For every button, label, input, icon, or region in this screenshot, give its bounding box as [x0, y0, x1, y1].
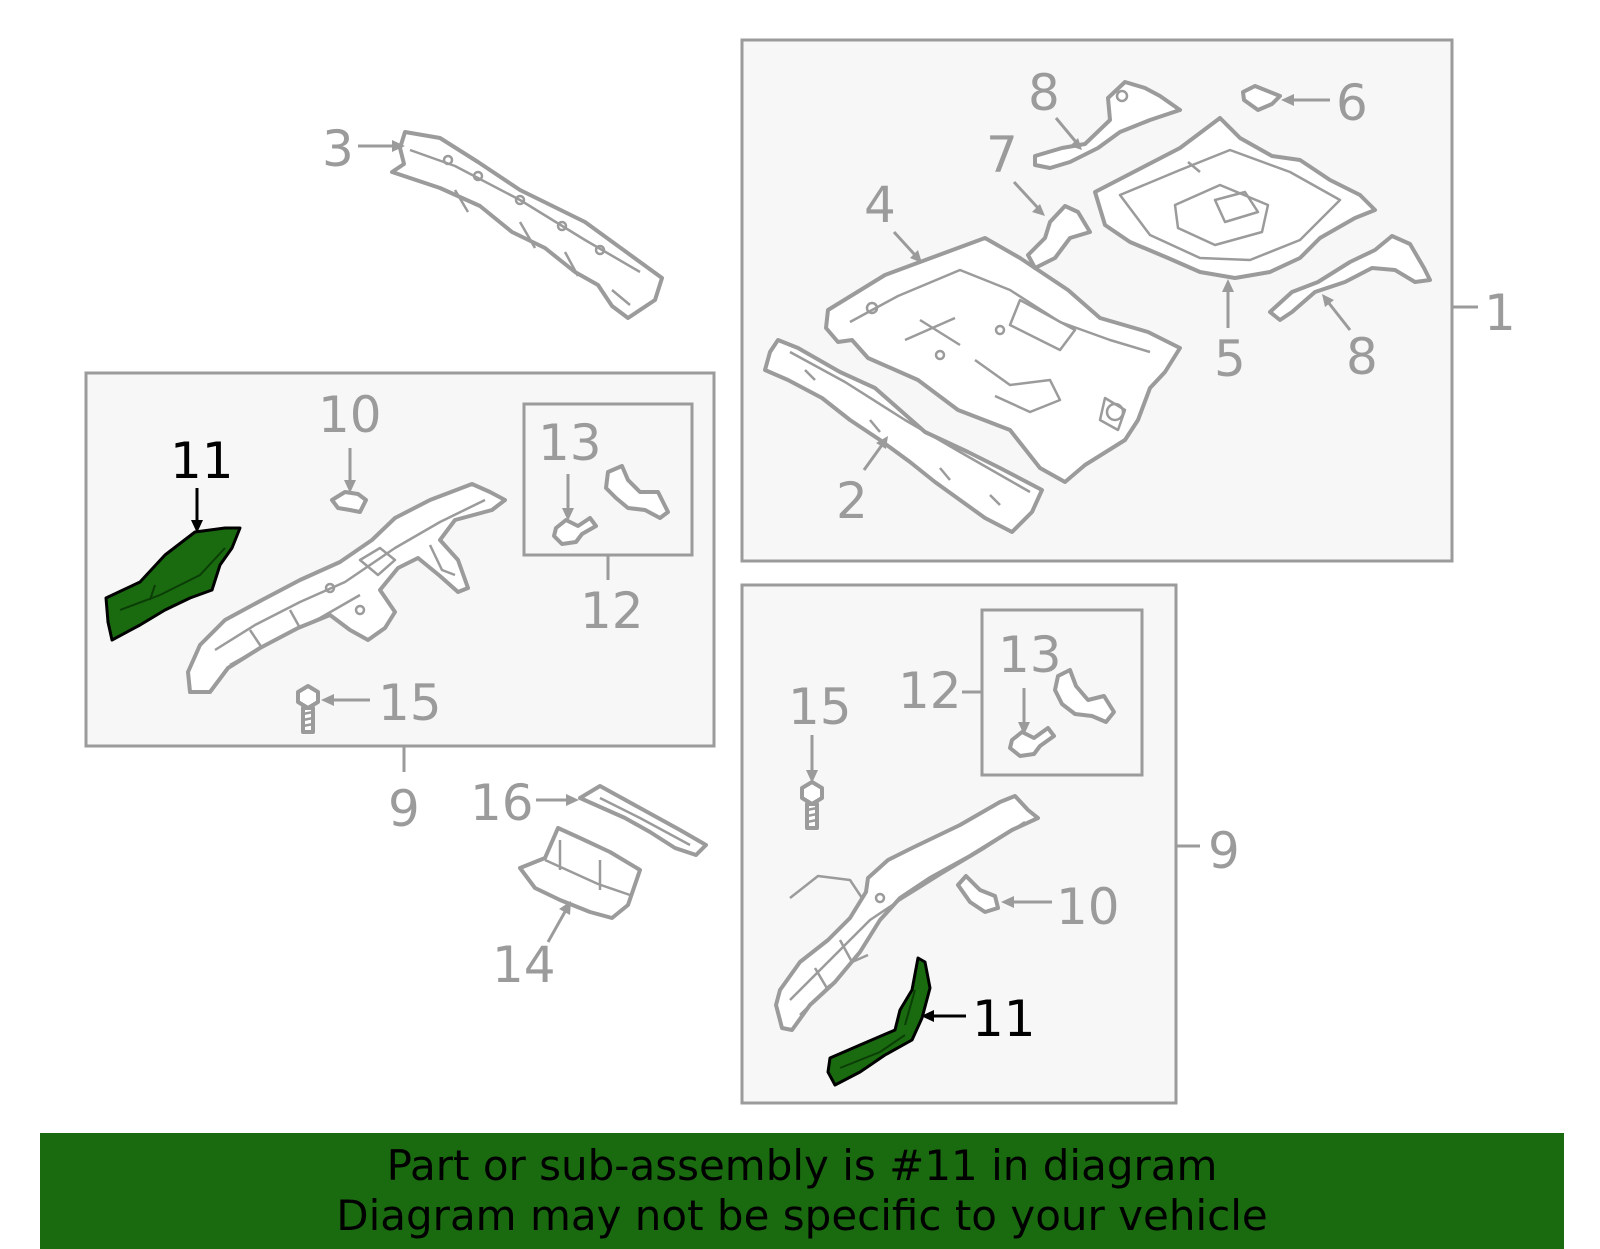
banner-line-1: Part or sub-assembly is #11 in diagram: [386, 1141, 1218, 1190]
part-11-highlighted-left: [104, 526, 242, 642]
callout-12-left: 12: [580, 582, 644, 640]
part-11-highlighted-right: [826, 956, 932, 1087]
part-7-bracket: [1026, 204, 1092, 270]
callout-14: 14: [492, 936, 556, 994]
part-8-lower-bracket: [1268, 234, 1432, 322]
info-banner: Part or sub-assembly is #11 in diagram D…: [40, 1133, 1564, 1249]
callout-13-right: 13: [998, 626, 1062, 684]
banner-background: [40, 1133, 1564, 1249]
callout-10-right: 10: [1056, 878, 1120, 936]
part-10-bracket-right: [956, 874, 1000, 914]
callout-11-left: 11: [170, 432, 234, 490]
part-6-bracket: [1241, 84, 1282, 112]
part-14-bracket: [518, 826, 642, 920]
part-16-bar: [578, 784, 708, 857]
callout-11-right: 11: [972, 990, 1036, 1048]
callout-9-right: 9: [1208, 822, 1240, 880]
callout-7: 7: [986, 126, 1018, 184]
banner-line-2: Diagram may not be specific to your vehi…: [336, 1191, 1268, 1240]
part-2-crossmember: [763, 338, 1044, 534]
part-3-crossmember: [390, 130, 664, 320]
part-13-bracket-right: [1008, 668, 1116, 758]
part-4-floor-pan: [824, 236, 1182, 484]
part-8-upper-bracket: [1033, 80, 1182, 170]
part-15-bolt-left: [296, 684, 320, 734]
part-13-bracket-left: [552, 464, 670, 546]
part-9-side-rail-left: [186, 482, 507, 694]
callout-12-right: 12: [898, 662, 962, 720]
part-10-bracket-left: [330, 490, 368, 514]
part-5-spare-wheel-pan: [1093, 116, 1377, 280]
callout-8-upper: 8: [1028, 64, 1060, 122]
callout-1: 1: [1484, 284, 1516, 342]
callout-6: 6: [1336, 74, 1368, 132]
callout-16: 16: [470, 774, 534, 832]
callout-8-lower: 8: [1346, 328, 1378, 386]
part-15-bolt-right: [800, 780, 824, 830]
callout-2: 2: [836, 472, 868, 530]
callout-4: 4: [864, 176, 896, 234]
part-9-side-rail-right: [774, 794, 1040, 1032]
callout-13-left: 13: [538, 414, 602, 472]
callout-10-left: 10: [318, 386, 382, 444]
callout-15-left: 15: [378, 674, 442, 732]
callout-9-left: 9: [388, 780, 420, 838]
callout-3: 3: [322, 120, 354, 178]
callout-15-right: 15: [788, 678, 852, 736]
callout-5: 5: [1214, 330, 1246, 388]
